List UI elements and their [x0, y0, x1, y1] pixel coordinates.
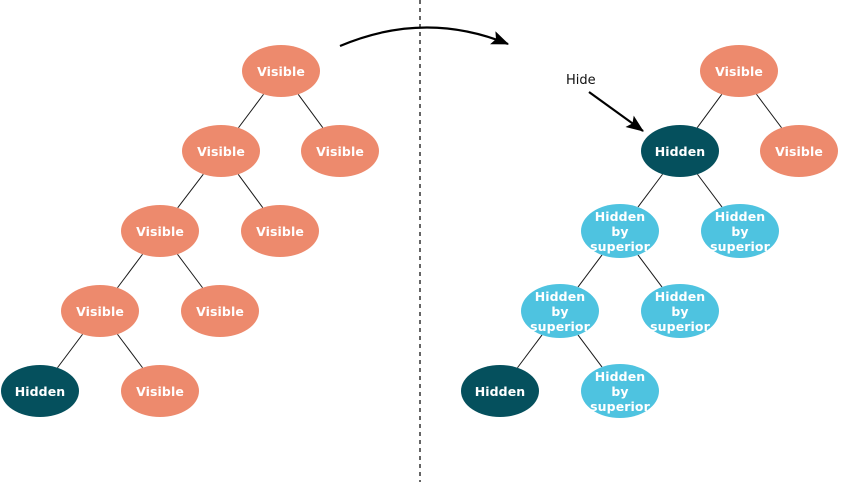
tree-node-label: Visible: [197, 143, 245, 159]
tree-node-visible[interactable]: Visible: [61, 285, 139, 337]
tree-edge: [697, 173, 723, 208]
tree-node-label: Hidden by superior: [530, 288, 590, 334]
tree-node-visible[interactable]: Visible: [182, 125, 260, 177]
tree-node-label: Visible: [257, 63, 305, 79]
tree-edge: [637, 254, 663, 288]
tree-edge: [637, 173, 663, 208]
tree-node-visible[interactable]: Visible: [242, 45, 320, 97]
tree-node-visible[interactable]: Visible: [301, 125, 379, 177]
tree-node-label: Hidden by superior: [590, 208, 650, 254]
transition-arrow: [339, 26, 510, 48]
tree-edge: [696, 94, 723, 128]
tree-node-label: Visible: [316, 143, 364, 159]
tree-node-hidden[interactable]: Hidden: [1, 365, 79, 417]
tree-edge: [517, 334, 543, 369]
tree-node-hidden-by-superior[interactable]: Hidden by superior: [641, 284, 719, 338]
tree-edge: [756, 93, 782, 129]
tree-node-hidden[interactable]: Hidden: [461, 365, 539, 417]
tree-node-label: Visible: [136, 223, 184, 239]
tree-node-hidden[interactable]: Hidden: [641, 125, 719, 177]
tree-edge: [297, 94, 324, 128]
tree-node-label: Visible: [76, 303, 124, 319]
tree-node-hidden-by-superior[interactable]: Hidden by superior: [581, 204, 659, 258]
tree-edge: [117, 253, 143, 289]
tree-node-visible[interactable]: Visible: [760, 125, 838, 177]
tree-edge: [177, 173, 204, 209]
tree-node-label: Hidden by superior: [710, 208, 770, 254]
tree-node-visible[interactable]: Visible: [700, 45, 778, 97]
tree-node-label: Visible: [196, 303, 244, 319]
tree-node-visible[interactable]: Visible: [121, 365, 199, 417]
tree-node-hidden-by-superior[interactable]: Hidden by superior: [521, 284, 599, 338]
tree-edge: [117, 333, 143, 369]
tree-node-visible[interactable]: Visible: [121, 205, 199, 257]
tree-node-visible[interactable]: Visible: [241, 205, 319, 257]
tree-node-label: Visible: [256, 223, 304, 239]
tree-edge: [577, 334, 603, 368]
tree-node-label: Visible: [715, 63, 763, 79]
tree-node-visible[interactable]: Visible: [181, 285, 259, 337]
tree-node-hidden-by-superior[interactable]: Hidden by superior: [581, 364, 659, 418]
tree-node-label: Visible: [136, 383, 184, 399]
tree-edge: [577, 254, 603, 288]
tree-node-label: Hidden by superior: [650, 288, 710, 334]
tree-node-label: Hidden: [474, 383, 526, 399]
tree-node-label: Hidden by superior: [590, 368, 650, 414]
hide-annotation-label: Hide: [566, 73, 596, 88]
tree-node-label: Hidden: [654, 143, 706, 159]
tree-edge: [237, 174, 264, 208]
hide-arrow: [588, 91, 644, 132]
tree-edge: [238, 93, 264, 129]
tree-edge: [57, 333, 83, 369]
tree-node-hidden-by-superior[interactable]: Hidden by superior: [701, 204, 779, 258]
tree-edge: [177, 253, 203, 289]
tree-node-label: Hidden: [14, 383, 66, 399]
tree-node-label: Visible: [775, 143, 823, 159]
